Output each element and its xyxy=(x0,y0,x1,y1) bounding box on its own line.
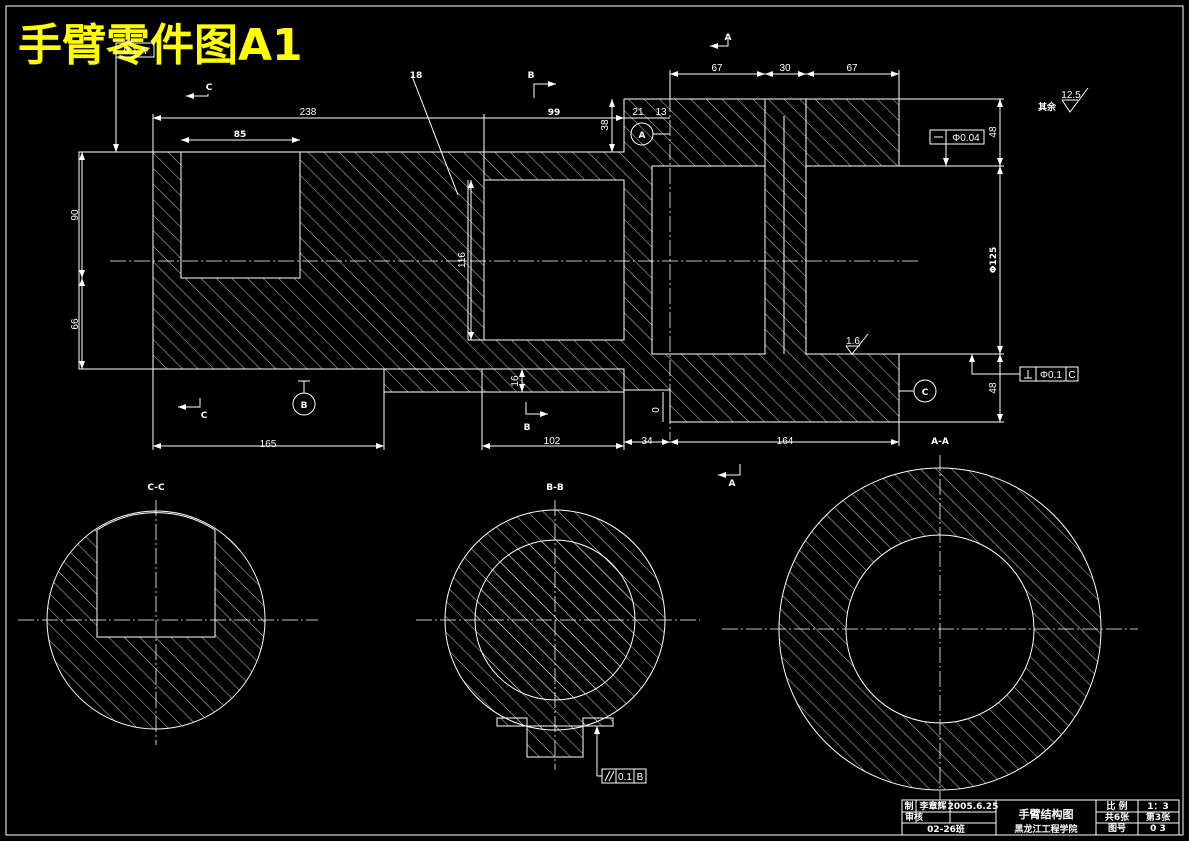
dimension-lines xyxy=(79,70,1004,450)
dim-99: 99 xyxy=(548,108,561,118)
drawing-border xyxy=(5,5,1184,836)
section-marker-b-bottom: B xyxy=(524,402,548,433)
parallelism-frame xyxy=(601,768,647,784)
section-view-aa: A-A xyxy=(722,437,1138,800)
svg-text:C: C xyxy=(922,388,929,398)
svg-text:B: B xyxy=(524,423,531,433)
svg-text:A: A xyxy=(725,33,732,43)
datum-b: B xyxy=(292,380,316,416)
section-marker-a-top: A xyxy=(710,33,732,49)
tolerance-top-left: 0.1 A xyxy=(124,46,147,57)
section-view-bb: B-B 0.1 B xyxy=(416,483,700,784)
svg-text:1.6: 1.6 xyxy=(846,336,860,347)
dim-30: 30 xyxy=(779,63,791,74)
drawing-title: 手臂零件图A1 xyxy=(18,20,303,71)
datum-c: C xyxy=(899,379,937,403)
tb-school: 黑龙江工程学院 xyxy=(1014,823,1077,835)
left-stub-outline xyxy=(78,151,154,370)
tb-date: 2005.6.25 xyxy=(948,802,999,812)
dim-67-right: 67 xyxy=(846,63,858,74)
tolerance-frame-top-left xyxy=(115,42,155,58)
perpendicularity-datum: C xyxy=(1068,370,1075,381)
svg-text:B: B xyxy=(301,401,308,411)
tb-sheet-label: 共6张 xyxy=(1105,811,1130,823)
dim-48-top: 48 xyxy=(988,126,999,138)
section-marker-c-bottom: C xyxy=(178,398,208,421)
dim-34: 34 xyxy=(641,436,653,447)
dim-67-left: 67 xyxy=(711,63,723,74)
dim-0: 0 xyxy=(651,407,662,413)
lower-strip-section xyxy=(383,368,625,393)
flatness-frame xyxy=(929,129,985,145)
dim-164: 164 xyxy=(777,436,794,447)
tb-scale-label: 比 例 xyxy=(1106,800,1127,812)
dim-66: 66 xyxy=(70,318,81,330)
dim-13: 13 xyxy=(655,107,667,118)
dim-116: 116 xyxy=(457,252,468,268)
dim-bore-diameter: Φ125 xyxy=(989,247,999,273)
roughness-rest: 其余 12.5 xyxy=(1038,87,1089,113)
section-marker-b-top: B xyxy=(528,71,556,98)
dim-38: 38 xyxy=(600,119,611,131)
section-label-aa: A-A xyxy=(931,437,949,447)
section-label-bb: B-B xyxy=(546,483,564,493)
dim-16: 16 xyxy=(510,375,521,387)
dim-238: 238 xyxy=(300,107,317,118)
datum-a: A xyxy=(630,122,670,146)
tb-sheet-value: 第3张 xyxy=(1146,811,1171,823)
section-marker-c-top: C xyxy=(186,83,213,99)
flatness-value: Φ0.04 xyxy=(952,133,980,144)
dim-102: 102 xyxy=(544,436,561,447)
main-section-view: 238 85 99 38 21 13 67 30 67 48 48 Φ125 9… xyxy=(70,33,1089,489)
tb-drawing-name: 手臂结构图 xyxy=(1019,807,1074,821)
tb-drawing-no-value: 0 3 xyxy=(1150,824,1166,834)
tb-class: 02-26班 xyxy=(927,823,965,835)
tb-made-by-label: 制 xyxy=(904,800,913,812)
perpendicularity-value: Φ0.1 xyxy=(1040,370,1062,381)
section-view-cc: C-C xyxy=(18,483,318,745)
dim-85: 85 xyxy=(234,130,247,140)
title-block: 制 李章辉 2005.6.25 审核 02-26班 手臂结构图 黑龙江工程学院 … xyxy=(901,799,1180,836)
section-marker-a-bottom: A xyxy=(718,464,741,489)
svg-text:C: C xyxy=(201,411,208,421)
tb-author: 李章辉 xyxy=(918,800,946,812)
dim-21: 21 xyxy=(632,107,644,118)
svg-text:B: B xyxy=(528,71,535,81)
svg-text:C: C xyxy=(206,83,213,93)
roughness-local: 1.6 xyxy=(845,333,869,355)
dim-90: 90 xyxy=(70,209,81,221)
parallelism-value: 0.1 xyxy=(618,772,632,783)
dim-48-bottom: 48 xyxy=(988,382,999,394)
svg-text:A: A xyxy=(729,479,736,489)
dim-165: 165 xyxy=(260,439,277,450)
parallelism-datum: B xyxy=(637,772,644,783)
svg-text:A: A xyxy=(639,131,646,141)
tb-drawing-no-label: 图号 xyxy=(1108,823,1126,834)
tb-scale-value: 1：3 xyxy=(1147,802,1169,812)
tb-review-label: 审核 xyxy=(905,811,923,823)
svg-text:其余: 其余 xyxy=(1038,101,1057,113)
svg-text:12.5: 12.5 xyxy=(1061,90,1081,101)
dim-18: 18 xyxy=(410,71,423,81)
section-label-cc: C-C xyxy=(147,483,165,493)
